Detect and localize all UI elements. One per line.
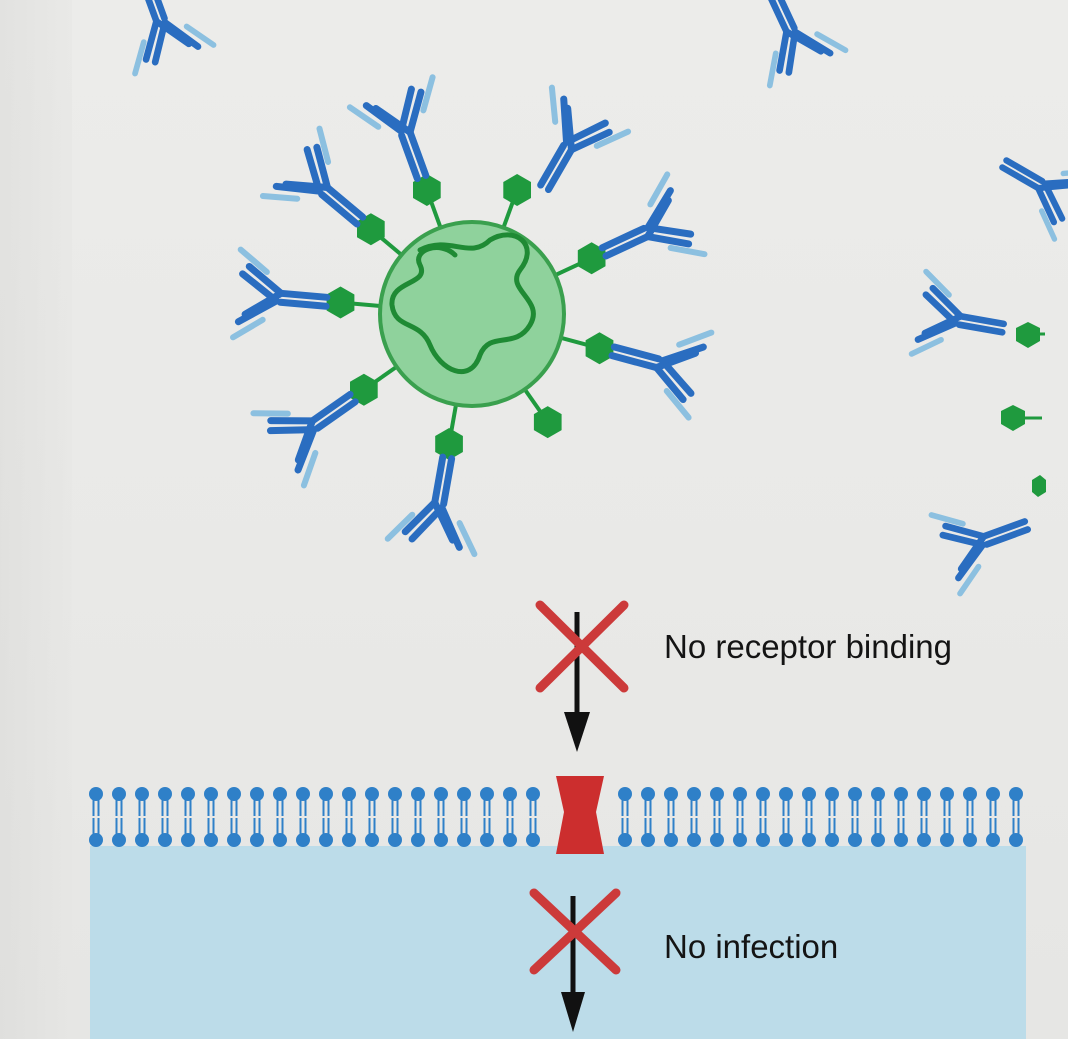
down-arrow-icon	[561, 992, 585, 1032]
receptor-icon	[556, 776, 604, 854]
antibody-icon	[912, 272, 1011, 369]
antibody-icon	[106, 0, 214, 74]
spike-icon	[503, 174, 531, 206]
antibody-icon	[388, 450, 490, 554]
antibody-icon	[233, 250, 330, 346]
spike-icon	[585, 332, 614, 365]
free-antibodies	[106, 0, 1068, 594]
spike-icon	[435, 428, 463, 460]
label-no-infection: No infection	[664, 928, 839, 965]
block-x-icon-infection	[529, 888, 621, 1032]
antibody-icon	[734, 0, 846, 86]
spike-icon	[350, 373, 378, 406]
cell-membrane	[88, 786, 1024, 848]
spike-icon	[326, 286, 355, 319]
partial-virus-spikes	[1001, 322, 1046, 497]
label-no-receptor-binding: No receptor binding	[664, 628, 953, 665]
antibody-icon	[350, 77, 463, 192]
rna-strand	[389, 232, 536, 375]
block-x-icon-binding	[535, 600, 629, 752]
virus-icon	[233, 77, 711, 554]
spike-icon	[1032, 475, 1046, 497]
spike-icon	[1001, 405, 1025, 431]
spike-icon	[577, 242, 606, 275]
screen-edge	[0, 0, 72, 1039]
spike-icon	[1016, 322, 1040, 348]
antibody-icon	[586, 174, 705, 292]
spike-icon	[357, 213, 385, 246]
antibody-icon	[931, 486, 1040, 594]
antibody-icon	[984, 130, 1068, 239]
antibody-icon	[602, 309, 712, 417]
spike-icon	[533, 406, 562, 439]
down-arrow-icon	[564, 712, 590, 752]
spike-icon	[413, 174, 441, 206]
